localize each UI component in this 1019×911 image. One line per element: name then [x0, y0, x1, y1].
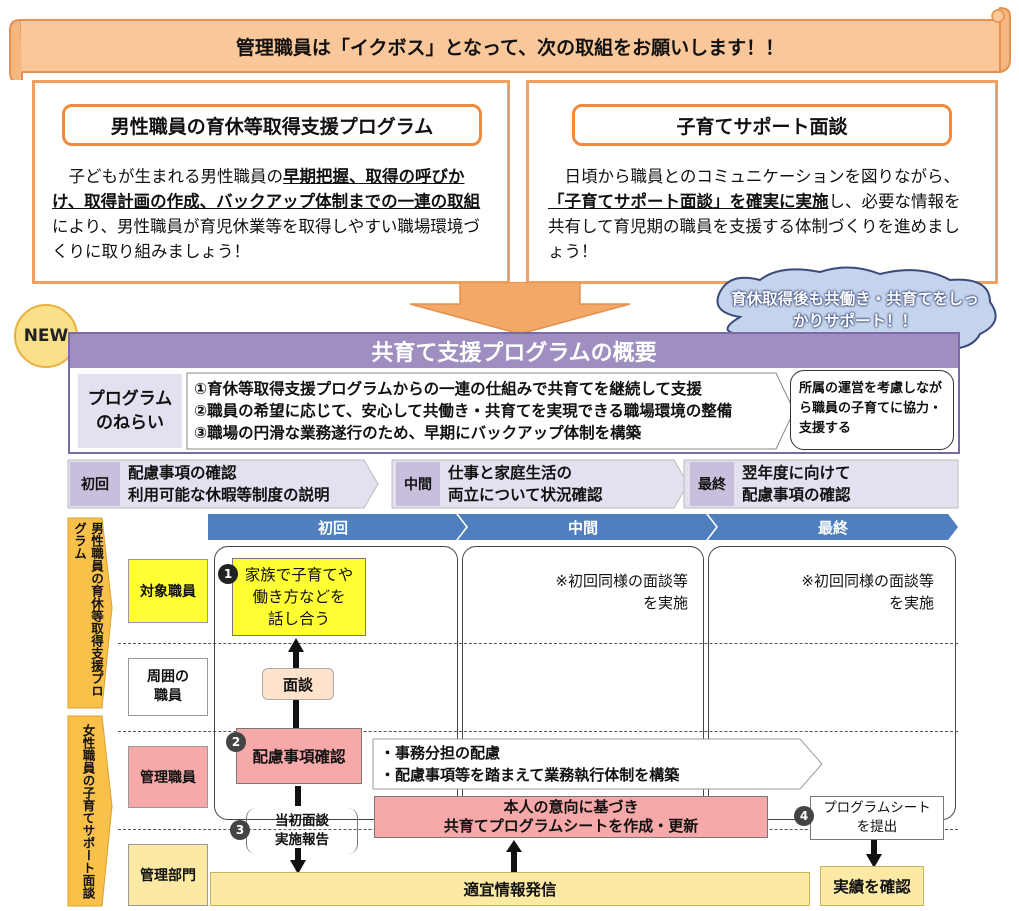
stage-tag: 中間 — [404, 477, 432, 493]
row-divider — [118, 643, 958, 644]
right-panel-body: 日頃から職員とのコミュニケーションを図りながら、「子育てサポート面談」を確実に実… — [548, 164, 976, 264]
stage-tag: 初回 — [81, 477, 109, 493]
left-body-part: 早期把握、取得の呼びかけ、取得計画の作成、バックアップ体制までの一連の取組 — [52, 167, 481, 211]
interview-box: 面談 — [262, 668, 334, 700]
stage-text: 翌年度に向けて 配慮事項の確認 — [742, 464, 851, 504]
timeline-label: 最終 — [817, 518, 848, 537]
side-arrows — [67, 517, 113, 907]
final-note: ※初回同様の面談等 を実施 — [801, 572, 934, 612]
left-panel-body: 子どもが生まれる男性職員の早期把握、取得の呼びかけ、取得計画の作成、バックアップ… — [52, 164, 492, 264]
row-label: 対象職員 — [128, 559, 208, 623]
aim-note: 所属の運営を考慮しながら職員の子育てに協力・支援する — [790, 370, 954, 450]
column-first — [214, 546, 458, 820]
side-label-female: 女性職員の子育てサポート面談 — [80, 723, 96, 899]
right-panel-title: 子育てサポート面談 — [572, 104, 952, 146]
down-arrow-icon — [866, 840, 882, 868]
stage-bars — [67, 459, 959, 509]
row-divider — [118, 731, 958, 732]
aims-list: ①育休等取得支援プログラムからの一連の仕組みで共育てを継続して支援 ②職員の希望… — [194, 378, 784, 444]
left-panel-title: 男性職員の育休等取得支援プログラム — [62, 104, 482, 146]
new-badge: NEW — [14, 304, 78, 368]
confirm-box: 実績を確認 — [820, 866, 924, 906]
step-number: 2 — [226, 732, 246, 752]
sheet-box: 本人の意向に基づき 共育てプログラムシートを作成・更新 — [374, 796, 768, 838]
step3-text: 当初面談 実施報告 — [246, 808, 358, 854]
row-label: 管理職員 — [128, 746, 208, 808]
down-arrow-icon — [409, 282, 631, 335]
middle-note: ※初回同様の面談等 を実施 — [555, 572, 688, 612]
step1-box: 家族で子育てや 働き方などを 話し合う — [232, 558, 366, 636]
tasks-text: ・事務分担の配慮 ・配慮事項等を踏まえて業務執行体制を構築 — [380, 744, 680, 784]
down-arrow-icon — [290, 786, 306, 874]
row-label: 管理部門 — [128, 844, 208, 906]
cloud-text: 育休取得後も共働き・共育てをしっかりサポート！！ — [731, 290, 979, 330]
tasks-arrow — [372, 738, 823, 790]
stage-text: 仕事と家庭生活の 両立について状況確認 — [448, 464, 603, 504]
left-body-part: 子どもが生まれる男性職員の — [68, 167, 284, 186]
right-body-part: 日頃から職員とのコミュニケーションを図りながら、 — [564, 167, 961, 186]
aim-item: ②職員の希望に応じて、安心して共働き・共育てを実現できる職場環境の整備 — [194, 402, 733, 420]
aim-item: ③職場の円滑な業務遂行のため、早期にバックアップ体制を構築 — [194, 424, 642, 442]
right-body-part: し、必要な情報を共有して育児期の職員を支援する体制づくりを進めましょう！ — [548, 192, 961, 261]
step-number: 4 — [794, 806, 814, 826]
step2-box: 配慮事項確認 — [236, 728, 362, 784]
banner-scroll — [9, 6, 1011, 80]
banner-title: 管理職員は「イクボス」となって、次の取組をお願いします！！ — [235, 36, 785, 59]
left-body-part: により、男性職員が育児休業等を取得しやすい職場環境づくりに取り組みましょう！ — [52, 217, 480, 261]
step-number: 1 — [218, 564, 238, 584]
overview-title: 共育て支援プログラムの概要 — [70, 334, 958, 368]
timeline-label: 中間 — [567, 518, 598, 537]
right-body-part: 「子育てサポート面談」を確実に実施 — [548, 192, 829, 211]
timeline-label: 初回 — [317, 518, 348, 537]
info-bar: 適宜情報発信 — [210, 872, 810, 906]
side-label-male: 男性職員の育休等取得支援プログラム — [72, 522, 104, 697]
row-label: 周囲の 職員 — [128, 658, 208, 716]
stage-tag: 最終 — [698, 477, 726, 493]
up-arrow-icon — [506, 840, 522, 872]
timeline-bar — [208, 514, 958, 540]
stage-text: 配慮事項の確認 利用可能な休暇等制度の説明 — [128, 464, 330, 504]
aim-label: プログラム のねらい — [78, 374, 182, 448]
aim-arrow-box — [186, 372, 795, 450]
step-number: 3 — [230, 820, 250, 840]
aim-item: ①育休等取得支援プログラムからの一連の仕組みで共育てを継続して支援 — [194, 380, 702, 398]
submit-box: プログラムシート を提出 — [810, 796, 944, 840]
